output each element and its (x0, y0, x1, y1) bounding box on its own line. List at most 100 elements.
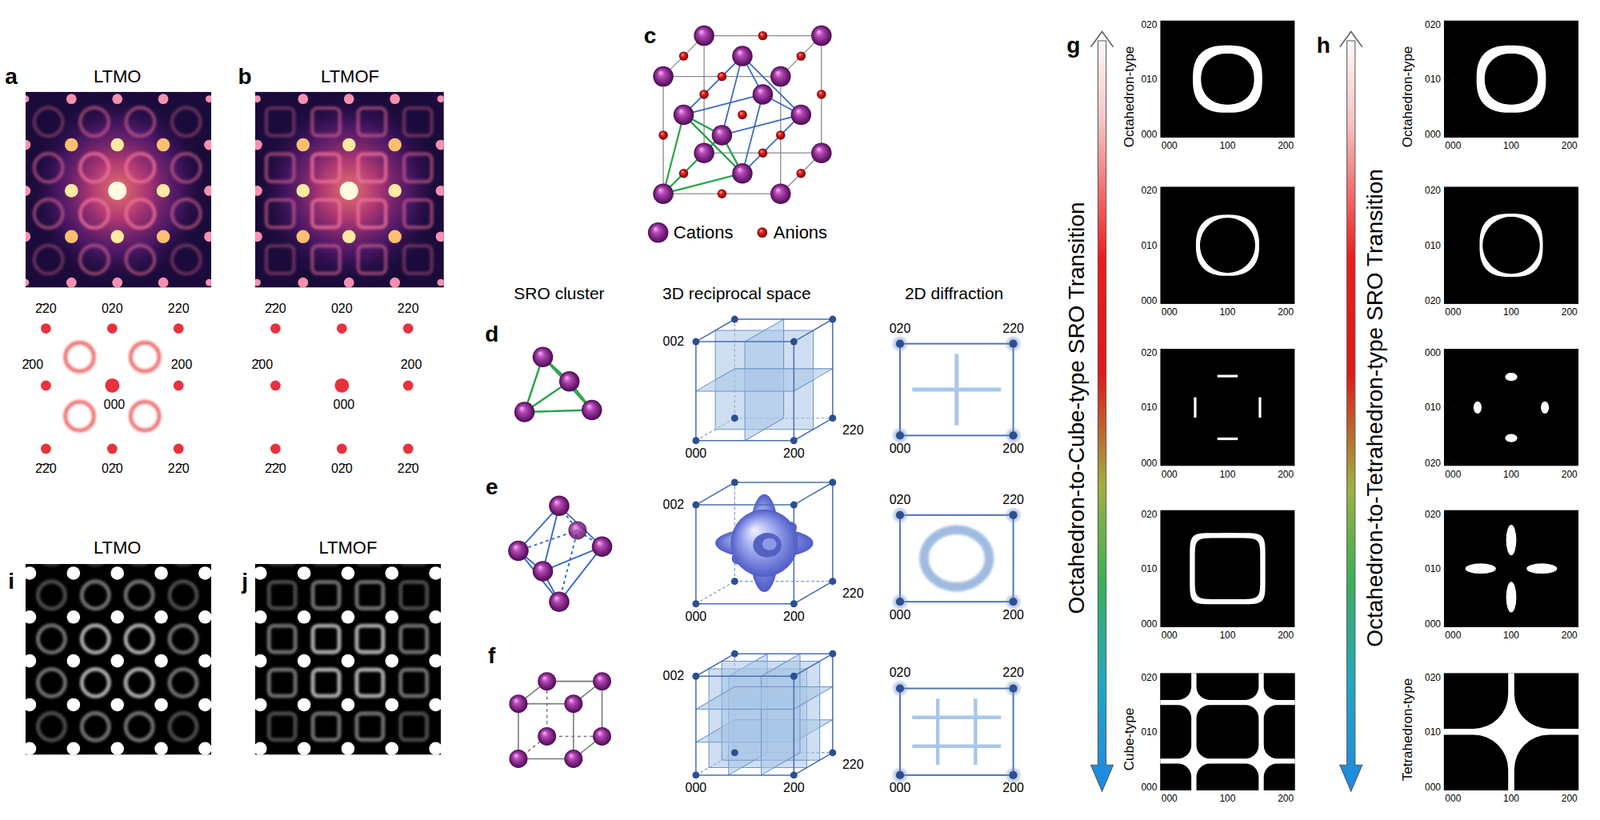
bragg-spot (344, 277, 355, 288)
bragg-spot (25, 231, 31, 242)
axis-tick: 020 (1424, 509, 1441, 520)
diffuse-ring (65, 401, 95, 431)
axis-tick: 000 (1140, 619, 1157, 629)
anion-sphere (717, 188, 727, 198)
hkl-index: 220 (842, 424, 864, 437)
axis-tick: 200 (1277, 469, 1294, 480)
hkl-index: 002 (662, 498, 684, 512)
cube-edge (793, 676, 796, 776)
low-intensity-region (1196, 704, 1260, 759)
low-intensity-region (1444, 672, 1508, 728)
diffuse-square-edge (364, 400, 385, 404)
diffuse-square-edge (299, 369, 320, 374)
bragg-spot (25, 95, 29, 103)
bragg-halo (892, 681, 908, 696)
panel-title: LTMO (93, 539, 141, 557)
diffraction-schematic (892, 508, 1020, 609)
bragg-spot (67, 566, 81, 580)
bragg-spot (297, 741, 312, 755)
axis-tick: 010 (1424, 564, 1441, 574)
diffuse-ring (172, 108, 201, 137)
bragg-spot (389, 93, 400, 104)
axis-tick: 200 (1277, 307, 1294, 317)
low-intensity-region (1514, 672, 1579, 728)
panel-letter: i (8, 570, 15, 593)
diffuse-square-edge (321, 346, 326, 367)
diffuse-ring (81, 564, 109, 565)
surface-tunnel (752, 532, 782, 558)
diffuse-square (358, 108, 386, 136)
diffuse-square-edge (299, 400, 320, 404)
diffraction-image (255, 92, 444, 288)
bragg-spot (64, 184, 79, 198)
cation-sphere (568, 520, 587, 540)
diffuse-ring (80, 153, 109, 183)
hkl-index: 020 (889, 493, 912, 507)
bragg-spot (296, 184, 311, 198)
hkl-index: 200 (783, 781, 805, 795)
cube-edge (696, 603, 794, 605)
cube-edge (695, 504, 697, 604)
end-state-label: Tetrahedron-type (1400, 677, 1414, 781)
cube-edge (696, 482, 735, 505)
cube-edge (832, 653, 834, 753)
cube-cluster (508, 672, 612, 768)
bragg-spot (104, 378, 120, 393)
intensity-contour (1479, 213, 1543, 277)
axis-tick: 000 (1444, 793, 1461, 804)
cation-sphere (791, 104, 812, 125)
bragg-spot (297, 277, 308, 288)
axis-tick: 000 (1444, 469, 1461, 480)
cube-edge (793, 319, 832, 342)
bragg-halo (1006, 594, 1021, 609)
diffuse-ring (125, 564, 153, 565)
diffuse-plane (696, 368, 833, 392)
bragg-halo (1006, 428, 1021, 443)
bragg-spot (341, 698, 356, 712)
bragg-halo (892, 508, 908, 523)
panel-letter: e (485, 476, 499, 499)
bragg-spot (255, 95, 261, 103)
cation-sphere (537, 672, 556, 691)
bragg-spot (428, 566, 441, 580)
bragg-spot (255, 741, 268, 755)
reciprocal-point (828, 650, 836, 658)
bragg-spot (344, 93, 355, 104)
simulated-pattern (1160, 20, 1295, 138)
bragg-spot (154, 741, 168, 755)
bragg-spot (403, 444, 414, 455)
reciprocal-cube (692, 479, 836, 608)
bragg-spot (896, 431, 904, 440)
plot-background (1160, 186, 1295, 304)
reciprocal-point (731, 577, 739, 585)
cation-sphere (514, 401, 536, 422)
end-state-label: Octahedron-type (1121, 46, 1136, 148)
diffuse-square-edge (321, 405, 326, 426)
panel-letter: j (241, 570, 248, 593)
bragg-spot (205, 279, 212, 287)
unit-cell (652, 25, 832, 204)
diffuse-square (358, 245, 386, 273)
bragg-spot (270, 323, 281, 334)
diffuse-ring (80, 245, 109, 275)
axis-tick: 000 (1444, 307, 1461, 317)
diffuse-square-edge (358, 346, 363, 367)
bragg-spot (437, 279, 444, 287)
bragg-spot (341, 741, 356, 755)
cation-sphere (537, 727, 556, 746)
simulated-pattern (1444, 672, 1579, 791)
axis-tick: 100 (1503, 307, 1520, 317)
bragg-spot (437, 95, 444, 103)
diffuse-ring (37, 581, 65, 609)
bragg-spot (154, 610, 168, 624)
diffuse-square (266, 245, 294, 273)
octahedron-edge (742, 114, 801, 173)
reciprocal-cell (900, 688, 1014, 776)
anion-sphere (737, 110, 747, 120)
cube-edge (793, 504, 796, 604)
cation-sphere (581, 400, 603, 420)
diffuse-square (266, 200, 294, 228)
image-background (255, 564, 441, 755)
bragg-spot (388, 229, 402, 244)
intensity-contour (1217, 375, 1239, 378)
